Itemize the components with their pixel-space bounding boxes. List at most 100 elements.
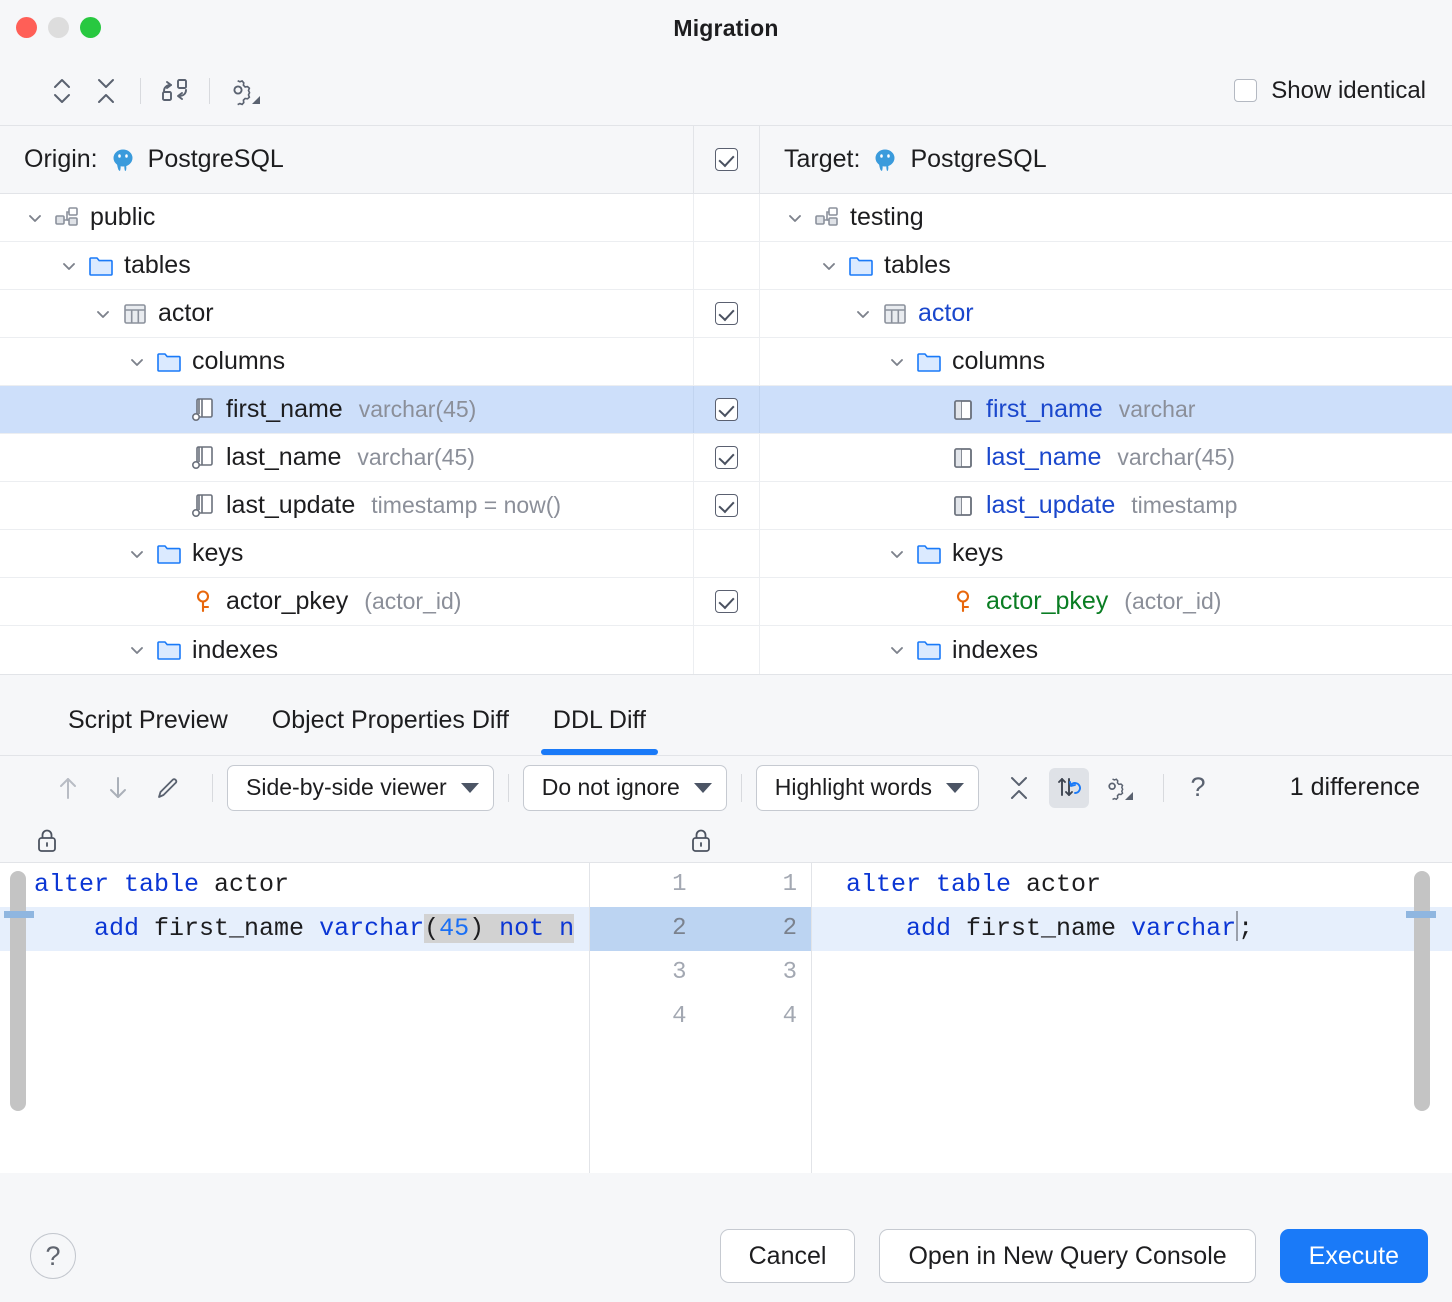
target-header[interactable]: Target: PostgreSQL: [760, 126, 1452, 193]
origin-tree-node[interactable]: public: [0, 194, 694, 241]
origin-tree-node[interactable]: indexes: [0, 626, 694, 674]
ignore-mode-dropdown[interactable]: Do not ignore: [522, 764, 727, 811]
row-checkbox[interactable]: [715, 302, 738, 325]
collapse-unchanged-icon[interactable]: [999, 768, 1039, 808]
target-tree-node[interactable]: indexes: [760, 626, 1452, 674]
collapse-all-icon[interactable]: [84, 69, 128, 113]
origin-tree-node[interactable]: actor: [0, 290, 694, 337]
row-checkbox[interactable]: [715, 590, 738, 613]
show-identical-toggle[interactable]: Show identical: [1234, 77, 1426, 105]
target-tree-node[interactable]: keys: [760, 530, 1452, 577]
select-all-checkbox[interactable]: [715, 148, 738, 171]
edit-icon[interactable]: [148, 768, 188, 808]
chevron-down-icon[interactable]: [126, 543, 148, 565]
highlight-mode-dropdown[interactable]: Highlight words: [755, 764, 980, 811]
swap-sources-icon[interactable]: [153, 69, 197, 113]
row-checkbox[interactable]: [715, 446, 738, 469]
target-tree-node[interactable]: testing: [760, 194, 1452, 241]
table-row[interactable]: actor_pkey(actor_id) actor_pkey(actor_id): [0, 578, 1452, 626]
tab-object-properties-diff[interactable]: Object Properties Diff: [271, 706, 509, 734]
row-select-cell[interactable]: [694, 578, 760, 625]
chevron-down-icon[interactable]: [886, 543, 908, 565]
right-diff-pane[interactable]: alter table actor add first_name varchar…: [812, 863, 1452, 1173]
column-key-icon: [190, 445, 216, 471]
chevron-down-icon[interactable]: [126, 639, 148, 661]
origin-tree-node[interactable]: tables: [0, 242, 694, 289]
line-number-right: 1: [782, 871, 797, 898]
help-question-icon[interactable]: ?: [1178, 768, 1218, 808]
origin-header[interactable]: Origin: PostgreSQL: [0, 126, 694, 193]
tab-ddl-diff[interactable]: DDL Diff: [531, 706, 668, 755]
target-tree-node[interactable]: tables: [760, 242, 1452, 289]
previous-difference-icon[interactable]: [48, 768, 88, 808]
chevron-down-icon[interactable]: [886, 639, 908, 661]
postgresql-icon-target: [872, 147, 898, 173]
table-row[interactable]: tables tables: [0, 242, 1452, 290]
tab-script-preview[interactable]: Script Preview: [68, 706, 228, 734]
row-select-cell[interactable]: [694, 434, 760, 481]
table-row[interactable]: indexes indexes: [0, 626, 1452, 674]
table-row[interactable]: columns columns: [0, 338, 1452, 386]
diff-settings-gear-icon[interactable]: [1099, 768, 1139, 808]
chevron-down-icon[interactable]: [24, 207, 46, 229]
close-window-button[interactable]: [16, 17, 37, 38]
left-diff-pane[interactable]: alter table actor add first_name varchar…: [0, 863, 590, 1173]
right-scrollbar[interactable]: [1414, 871, 1430, 1111]
chevron-down-icon[interactable]: [886, 351, 908, 373]
row-checkbox[interactable]: [715, 494, 738, 517]
chevron-down-icon[interactable]: [784, 207, 806, 229]
help-button[interactable]: ?: [30, 1233, 76, 1279]
origin-tree-node[interactable]: keys: [0, 530, 694, 577]
chevron-down-icon[interactable]: [818, 255, 840, 277]
tree-indent-spacer: [160, 591, 182, 613]
target-tree-node[interactable]: actor_pkey(actor_id): [760, 578, 1452, 625]
row-checkbox[interactable]: [715, 398, 738, 421]
next-difference-icon[interactable]: [98, 768, 138, 808]
origin-db-name: PostgreSQL: [147, 145, 284, 173]
origin-tree-node[interactable]: actor_pkey(actor_id): [0, 578, 694, 625]
chevron-down-icon[interactable]: [58, 255, 80, 277]
row-select-cell[interactable]: [694, 386, 760, 433]
open-in-new-query-console-button[interactable]: Open in New Query Console: [879, 1229, 1256, 1283]
code-token: alter table: [846, 870, 1012, 899]
left-scrollbar[interactable]: [10, 871, 26, 1111]
row-select-cell[interactable]: [694, 290, 760, 337]
target-tree-node[interactable]: columns: [760, 338, 1452, 385]
line-number-right: 2: [782, 915, 797, 942]
execute-button[interactable]: Execute: [1279, 1229, 1428, 1283]
cancel-button[interactable]: Cancel: [719, 1229, 856, 1283]
show-identical-checkbox[interactable]: [1234, 79, 1258, 102]
table-row[interactable]: public testing: [0, 194, 1452, 242]
origin-tree-node[interactable]: columns: [0, 338, 694, 385]
viewer-mode-dropdown[interactable]: Side-by-side viewer: [227, 764, 494, 811]
diff-toolbar-divider: [212, 773, 213, 802]
window-controls[interactable]: [16, 17, 101, 38]
maximize-window-button[interactable]: [80, 17, 101, 38]
select-all-cell[interactable]: [694, 126, 760, 193]
synchronize-scrolling-icon[interactable]: [1049, 767, 1090, 808]
table-row[interactable]: actor actor: [0, 290, 1452, 338]
target-tree-node[interactable]: actor: [760, 290, 1452, 337]
chevron-down-icon[interactable]: [852, 303, 874, 325]
origin-node-label: public: [90, 203, 156, 231]
gear-icon[interactable]: [222, 69, 266, 113]
expand-collapse-icon[interactable]: [40, 69, 84, 113]
chevron-down-icon[interactable]: [126, 351, 148, 373]
minimize-window-button[interactable]: [48, 17, 69, 38]
origin-node-label: first_name: [226, 395, 343, 423]
folder-icon: [916, 541, 942, 567]
chevron-down-icon[interactable]: [92, 303, 114, 325]
row-select-cell[interactable]: [694, 482, 760, 529]
table-row[interactable]: keys keys: [0, 530, 1452, 578]
